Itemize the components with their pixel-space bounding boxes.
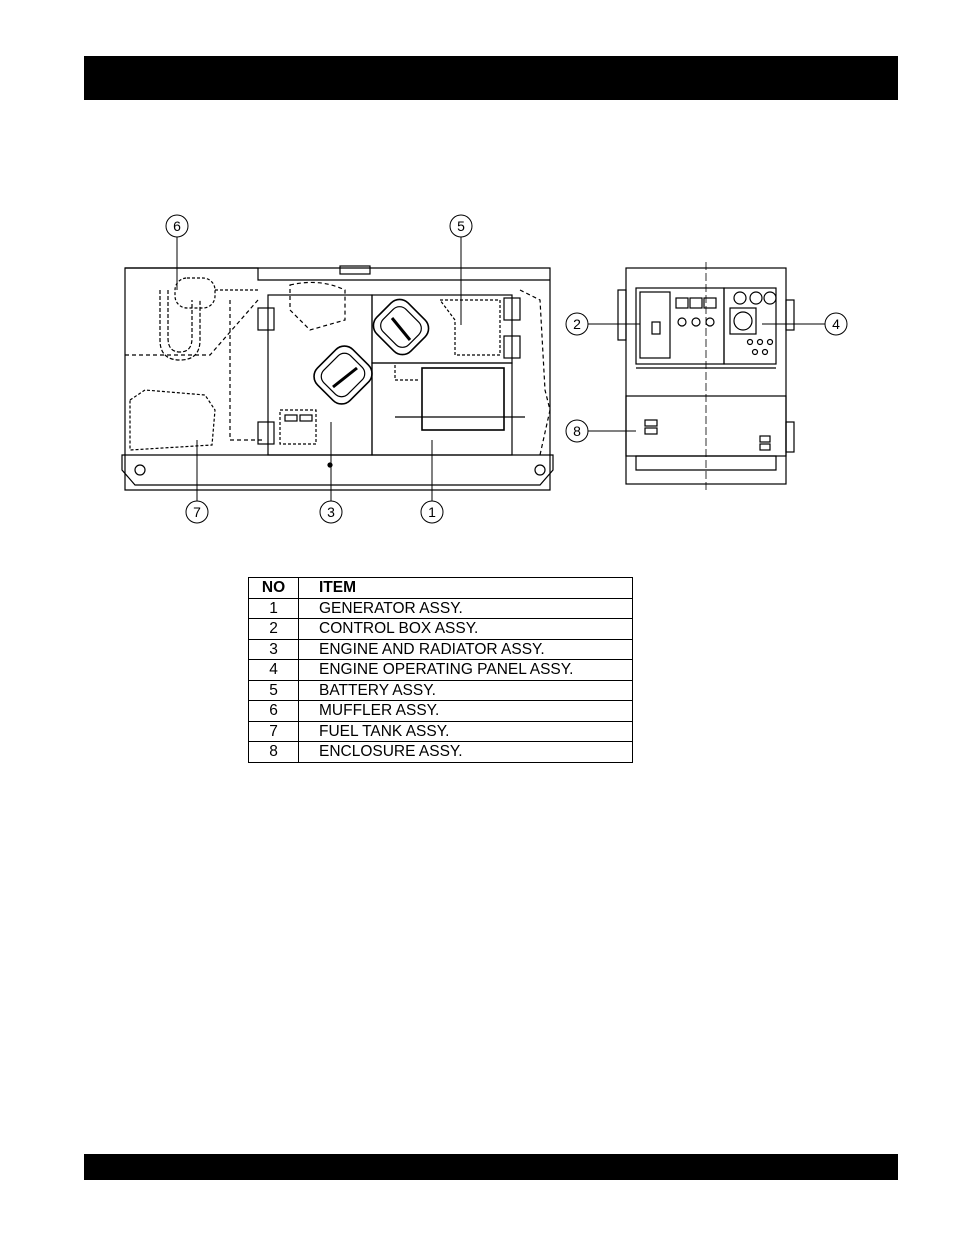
svg-text:8: 8	[573, 423, 581, 439]
row-no: 7	[249, 721, 299, 742]
row-item: GENERATOR ASSY.	[299, 598, 633, 619]
row-item: BATTERY ASSY.	[299, 680, 633, 701]
parts-table: NO ITEM 1 GENERATOR ASSY. 2 CONTROL BOX …	[248, 577, 633, 763]
row-no: 3	[249, 639, 299, 660]
callout-3: 3	[320, 422, 342, 523]
callout-7: 7	[186, 440, 208, 523]
svg-text:7: 7	[193, 504, 201, 520]
callout-1: 1	[421, 440, 443, 523]
callout-5: 5	[450, 215, 472, 325]
table-row: 2 CONTROL BOX ASSY.	[249, 619, 633, 640]
row-no: 5	[249, 680, 299, 701]
row-item: ENCLOSURE ASSY.	[299, 742, 633, 763]
table-row: 8 ENCLOSURE ASSY.	[249, 742, 633, 763]
row-item: FUEL TANK ASSY.	[299, 721, 633, 742]
callout-4: 4	[762, 313, 847, 335]
table-row: 6 MUFFLER ASSY.	[249, 701, 633, 722]
side-view	[122, 266, 553, 490]
svg-text:4: 4	[832, 316, 840, 332]
row-no: 6	[249, 701, 299, 722]
table-row: 4 ENGINE OPERATING PANEL ASSY.	[249, 660, 633, 681]
row-no: 4	[249, 660, 299, 681]
table-row: 1 GENERATOR ASSY.	[249, 598, 633, 619]
table-row: 7 FUEL TANK ASSY.	[249, 721, 633, 742]
generator-assembly-diagram: 6 5 7 3 1 2	[0, 0, 954, 560]
row-no: 8	[249, 742, 299, 763]
end-view	[618, 262, 794, 490]
svg-text:5: 5	[457, 218, 465, 234]
table-row: 5 BATTERY ASSY.	[249, 680, 633, 701]
svg-text:3: 3	[327, 504, 335, 520]
row-item: ENGINE AND RADIATOR ASSY.	[299, 639, 633, 660]
column-header-item: ITEM	[299, 578, 633, 599]
row-item: CONTROL BOX ASSY.	[299, 619, 633, 640]
row-item: ENGINE OPERATING PANEL ASSY.	[299, 660, 633, 681]
row-item: MUFFLER ASSY.	[299, 701, 633, 722]
footer-bar	[84, 1154, 898, 1180]
row-no: 1	[249, 598, 299, 619]
svg-text:1: 1	[428, 504, 436, 520]
table-row: 3 ENGINE AND RADIATOR ASSY.	[249, 639, 633, 660]
callout-2: 2	[566, 313, 640, 335]
table-header-row: NO ITEM	[249, 578, 633, 599]
svg-text:2: 2	[573, 316, 581, 332]
column-header-no: NO	[249, 578, 299, 599]
row-no: 2	[249, 619, 299, 640]
svg-text:6: 6	[173, 218, 181, 234]
